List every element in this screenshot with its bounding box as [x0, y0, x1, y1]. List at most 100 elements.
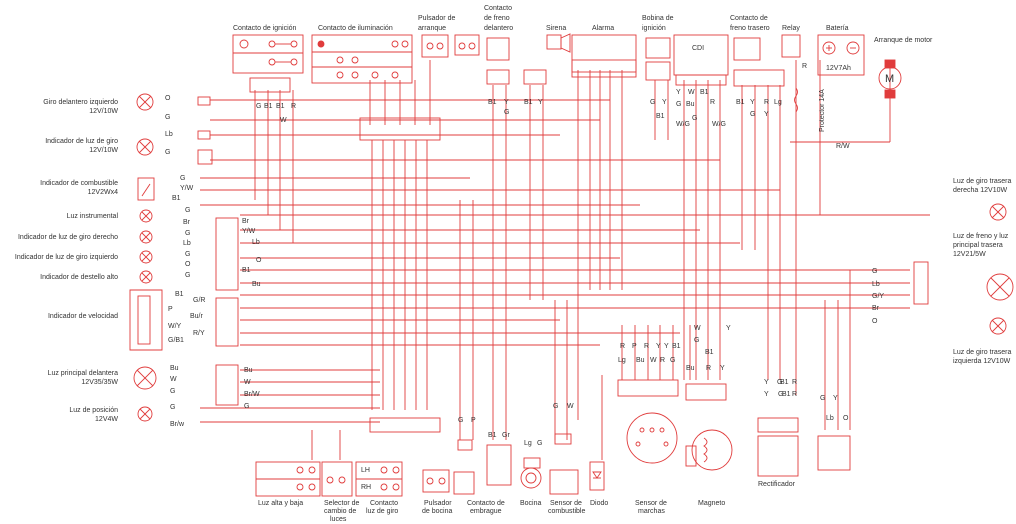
wire-code-y: Y	[726, 325, 731, 332]
wire-code-w: W	[688, 89, 695, 96]
wire-code-bu: Bu	[170, 365, 179, 372]
wire-code-o: O	[872, 318, 878, 325]
wire-code-bu-r: Bu/r	[190, 313, 204, 320]
wire-code-lb: Lb	[165, 131, 173, 138]
label-light-switch-1: Selector de	[324, 500, 360, 507]
label-fuse: Protector 14A	[819, 89, 826, 132]
wire-code-o: O	[165, 95, 171, 102]
wire-code-r: R	[644, 343, 649, 350]
wire-code-p: P	[471, 417, 476, 424]
wire-code-bu: Bu	[636, 357, 645, 364]
label-battery-value: 12V7Ah	[826, 65, 851, 72]
label-horn-button-2: de bocina	[422, 508, 452, 515]
wire-code-lb: Lb	[872, 281, 880, 288]
clutch-switch	[453, 439, 475, 495]
wire-code-y: Y	[664, 343, 669, 350]
wire-code-g: G	[820, 395, 825, 402]
right-labels: Luz de giro trasera derecha 12V10W Luz d…	[953, 178, 1011, 365]
wire-code-g: G	[650, 99, 655, 106]
wire-code-g: G	[185, 272, 190, 279]
magneto	[685, 383, 733, 471]
brake-light	[913, 261, 1014, 305]
wire-code-g: G	[553, 403, 558, 410]
label-turn-switch-1: Contacto	[370, 500, 398, 507]
wire-code-bu: Bu	[244, 367, 253, 374]
ignition-switch	[232, 34, 304, 93]
label-turn-switch-2: luz de giro	[366, 508, 398, 515]
label-turn-indicator-1: Indicador de luz de giro	[45, 138, 118, 145]
wire-code-r: R	[764, 99, 769, 106]
fuel-gauge	[137, 177, 155, 201]
wire-code-b1: B1	[524, 99, 533, 106]
speed-indicator	[129, 289, 239, 351]
wire-code-r: R	[660, 357, 665, 364]
label-rear-brake-2: freno trasero	[730, 25, 770, 32]
label-gear-sensor-2: marchas	[638, 508, 665, 515]
wire-code-y: Y	[764, 379, 769, 386]
wire-code-lb: Lb	[252, 239, 260, 246]
wire-code-o: O	[185, 261, 191, 268]
fuse	[794, 87, 798, 113]
battery	[817, 34, 865, 76]
wire-code-g: G	[537, 440, 542, 447]
wire-code-r: R	[802, 63, 807, 70]
wire-code-r: R	[792, 391, 797, 398]
wire-code-g: G	[504, 109, 509, 116]
label-left-turn-indicator: Indicador de luz de giro izquierdo	[15, 254, 118, 261]
label-starter-motor: Arranque de motor	[874, 37, 933, 44]
wire-code-r: R	[710, 99, 715, 106]
wire-code-y: Y	[504, 99, 509, 106]
label-front-brake-3: delantero	[484, 25, 513, 32]
label-rh: RH	[361, 484, 371, 491]
wire-code-y: Y	[662, 99, 667, 106]
hi-lo-switch	[255, 461, 321, 497]
turn-switch	[355, 461, 403, 497]
wire-code-w-g: W/G	[712, 121, 726, 128]
label-relay: Relay	[782, 25, 800, 32]
wire-code-b1: B1	[242, 267, 251, 274]
wire-code-y: Y	[656, 343, 661, 350]
label-start-button-1: Pulsador de	[418, 15, 455, 22]
label-light-switch-2: cambio de	[324, 508, 356, 515]
label-horn-button-1: Pulsador	[424, 500, 452, 507]
wire-code-b1: B1	[672, 343, 681, 350]
wire-code-r-w: R/W	[836, 143, 850, 150]
label-rear-left-turn-2: izquierda 12V10W	[953, 358, 1011, 365]
left-labels: Giro delantero izquierdo 12V/10W Indicad…	[15, 99, 119, 423]
rectifier	[757, 417, 799, 477]
label-position-light-1: Luz de posición	[69, 407, 118, 414]
wire-code-b1: B1	[656, 113, 665, 120]
label-clutch-2: embrague	[470, 508, 502, 515]
siren	[546, 33, 571, 53]
label-front-left-turn-2: 12V/10W	[89, 108, 118, 115]
wire-code-b1: B1	[488, 99, 497, 106]
wire-codes: O G Lb G G Y/W B1 G Br G Lb G O G B1 G/R…	[165, 63, 884, 447]
wire-code-g: G	[170, 404, 175, 411]
starter-motor	[878, 59, 902, 99]
ignition-coil	[645, 37, 671, 81]
label-rear-right-turn-2: derecha 12V10W	[953, 187, 1007, 194]
front-left-turn-lamp	[136, 93, 211, 111]
label-hi-lo-light: Luz alta y baja	[258, 500, 303, 507]
wire-code-g: G	[256, 103, 261, 110]
label-siren: Sirena	[546, 25, 566, 32]
label-gear-sensor-1: Sensor de	[635, 500, 667, 507]
label-magneto: Magneto	[698, 500, 725, 507]
wire-code-g: G	[185, 207, 190, 214]
label-turn-indicator-2: 12V/10W	[89, 147, 118, 154]
label-rear-right-turn-1: Luz de giro trasera	[953, 178, 1011, 185]
label-rear-brake-1: Contacto de	[730, 15, 768, 22]
label-alarm: Alarma	[592, 25, 614, 32]
wire-code-b1: B1	[488, 432, 497, 439]
wire-code-p: P	[632, 343, 637, 350]
top-labels: Contacto de ignición Contacto de ilumina…	[233, 5, 933, 132]
label-position-light-2: 12V4W	[95, 416, 118, 423]
wire-harness	[200, 60, 930, 460]
bottom-labels: Luz alta y baja Selector de cambio de lu…	[258, 467, 796, 523]
wire-code-b1: B1	[780, 379, 789, 386]
wire-code-y-w: Y/W	[180, 185, 194, 192]
label-brake-light-1: Luz de freno y luz	[953, 233, 1009, 240]
wire-code-gr: Gr	[502, 432, 510, 439]
label-ignition-switch: Contacto de ignición	[233, 25, 297, 32]
wire-code-b1: B1	[264, 103, 273, 110]
